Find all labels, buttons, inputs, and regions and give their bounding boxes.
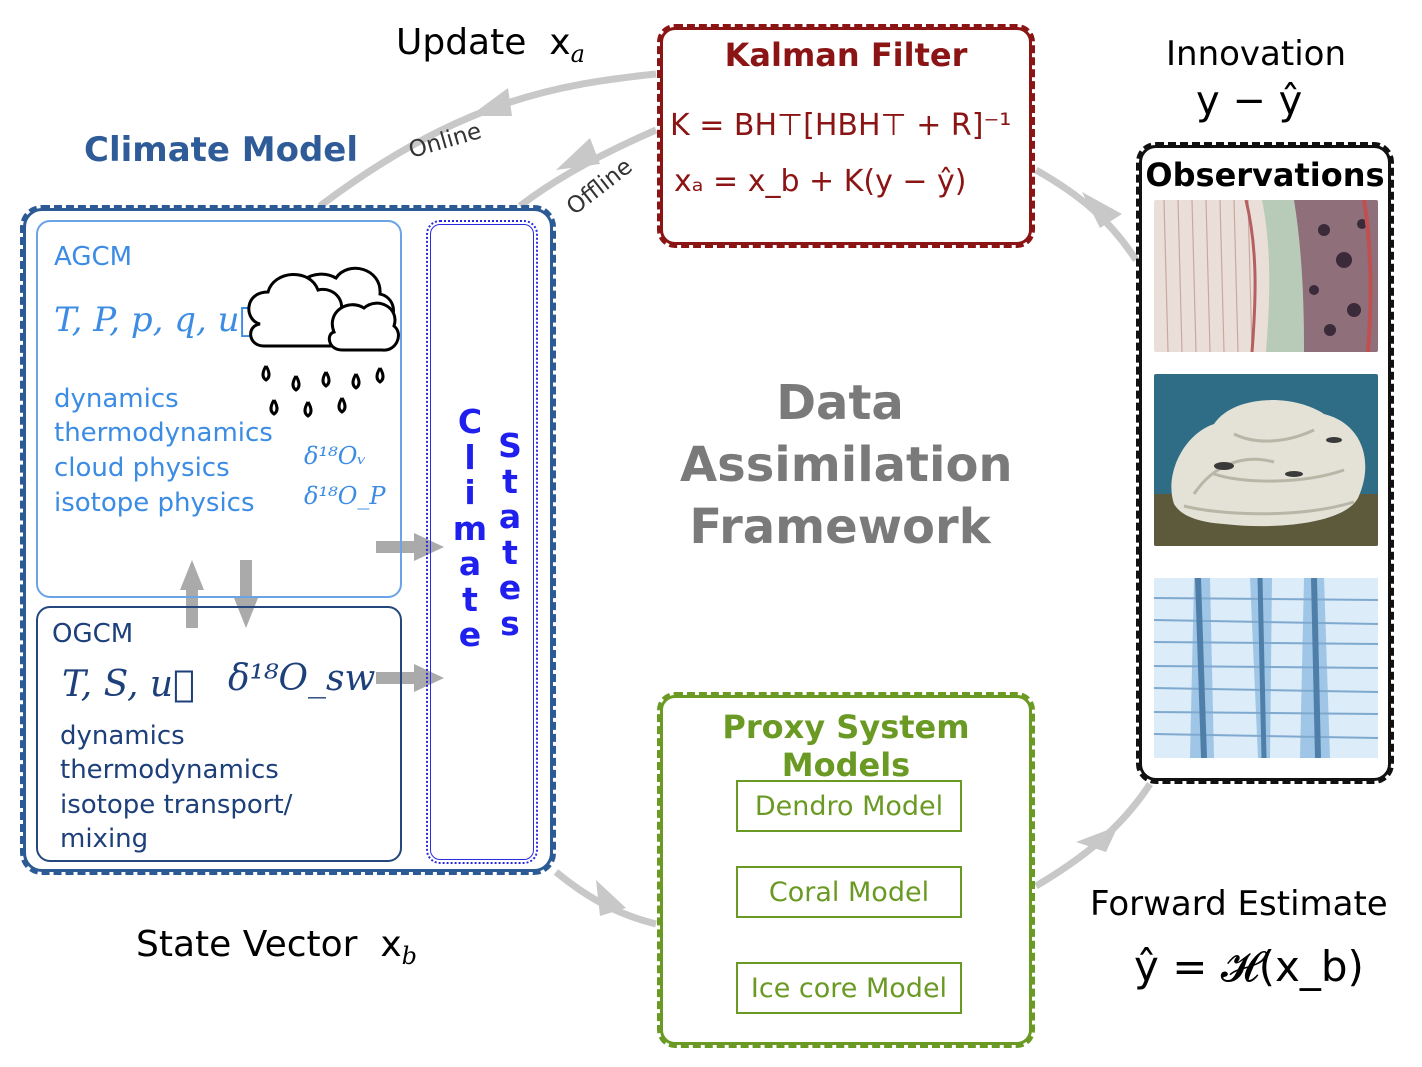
innovation-arrow (1034, 166, 1139, 262)
up-arrow-head (180, 560, 204, 590)
ogcm-title: OGCM (52, 619, 134, 649)
state-vector-label: State Vector xb (136, 924, 418, 971)
offline-arrowhead (556, 138, 600, 170)
states-vertical-label: S t a t e s (498, 426, 522, 643)
framework-title: Data Assimilation Framework (680, 375, 1013, 555)
ogcm-to-states-head (414, 664, 444, 692)
kalman-update-equation: xₐ = x_b + K(y − ŷ) (674, 164, 967, 199)
tree-ring-icon (1154, 200, 1378, 352)
forward-arrow (1034, 782, 1153, 890)
update-label: Update xa (396, 22, 585, 69)
observations-box (1136, 142, 1394, 784)
climate-model-box (20, 205, 556, 875)
observations-title: Observations (1145, 156, 1385, 194)
ice-core-icon (1154, 578, 1378, 758)
proxy-system-models-box (657, 692, 1035, 1048)
agcm-isotope-vapor: δ¹⁸Oᵥ (304, 442, 367, 470)
coral-icon (1154, 374, 1378, 546)
climate-states-box (426, 220, 538, 864)
ice-core-model-box: Ice core Model (736, 962, 962, 1014)
agcm-isotope-precip: δ¹⁸O_P (304, 482, 386, 510)
ogcm-isotope: δ¹⁸O_sw (228, 658, 376, 699)
state-arrowhead (596, 880, 626, 916)
ogcm-process: dynamics (60, 721, 185, 751)
climate-vertical-label: C l i m a t e (452, 402, 488, 654)
agcm-process: dynamics (54, 384, 179, 414)
down-arrow-shaft (240, 560, 252, 600)
kalman-gain-equation: K = BH⊤[HBH⊤ + R]⁻¹ (670, 108, 1012, 143)
ogcm-variables: T, S, u⃗ (62, 664, 195, 705)
forward-arrowhead (1076, 826, 1118, 852)
agcm-to-states-shaft (376, 541, 416, 553)
agcm-process: thermodynamics (54, 418, 273, 448)
agcm-title: AGCM (54, 242, 133, 272)
up-arrow-shaft (186, 588, 198, 628)
online-arrowhead (470, 88, 512, 116)
kalman-filter-box (657, 24, 1035, 248)
forward-estimate-equation: ŷ = 𝓗(x_b) (1134, 942, 1364, 991)
proxy-system-models-title: Proxy System Models (722, 708, 970, 784)
ogcm-process: isotope transport/ (60, 790, 293, 820)
agcm-to-states-head (414, 533, 444, 561)
coral-model-box: Coral Model (736, 866, 962, 918)
ogcm-to-states-shaft (376, 672, 416, 684)
agcm-process: cloud physics (54, 453, 230, 483)
dendro-model-box: Dendro Model (736, 780, 962, 832)
agcm-process: isotope physics (54, 488, 255, 518)
ogcm-box (36, 606, 402, 862)
innovation-arrowhead (1082, 192, 1122, 228)
climate-model-title: Climate Model (84, 130, 359, 170)
forward-estimate-label: Forward Estimate (1090, 884, 1388, 924)
agcm-variables: T, P, p, q, u⃗ (54, 300, 260, 340)
rain-cloud-icon (247, 266, 400, 418)
agcm-box (36, 220, 402, 598)
kalman-filter-title: Kalman Filter (724, 36, 968, 74)
ogcm-process: thermodynamics (60, 755, 279, 785)
innovation-equation: y − ŷ (1196, 78, 1303, 124)
down-arrow-head (234, 598, 258, 628)
innovation-label: Innovation (1166, 34, 1347, 74)
ogcm-process: mixing (60, 824, 149, 854)
